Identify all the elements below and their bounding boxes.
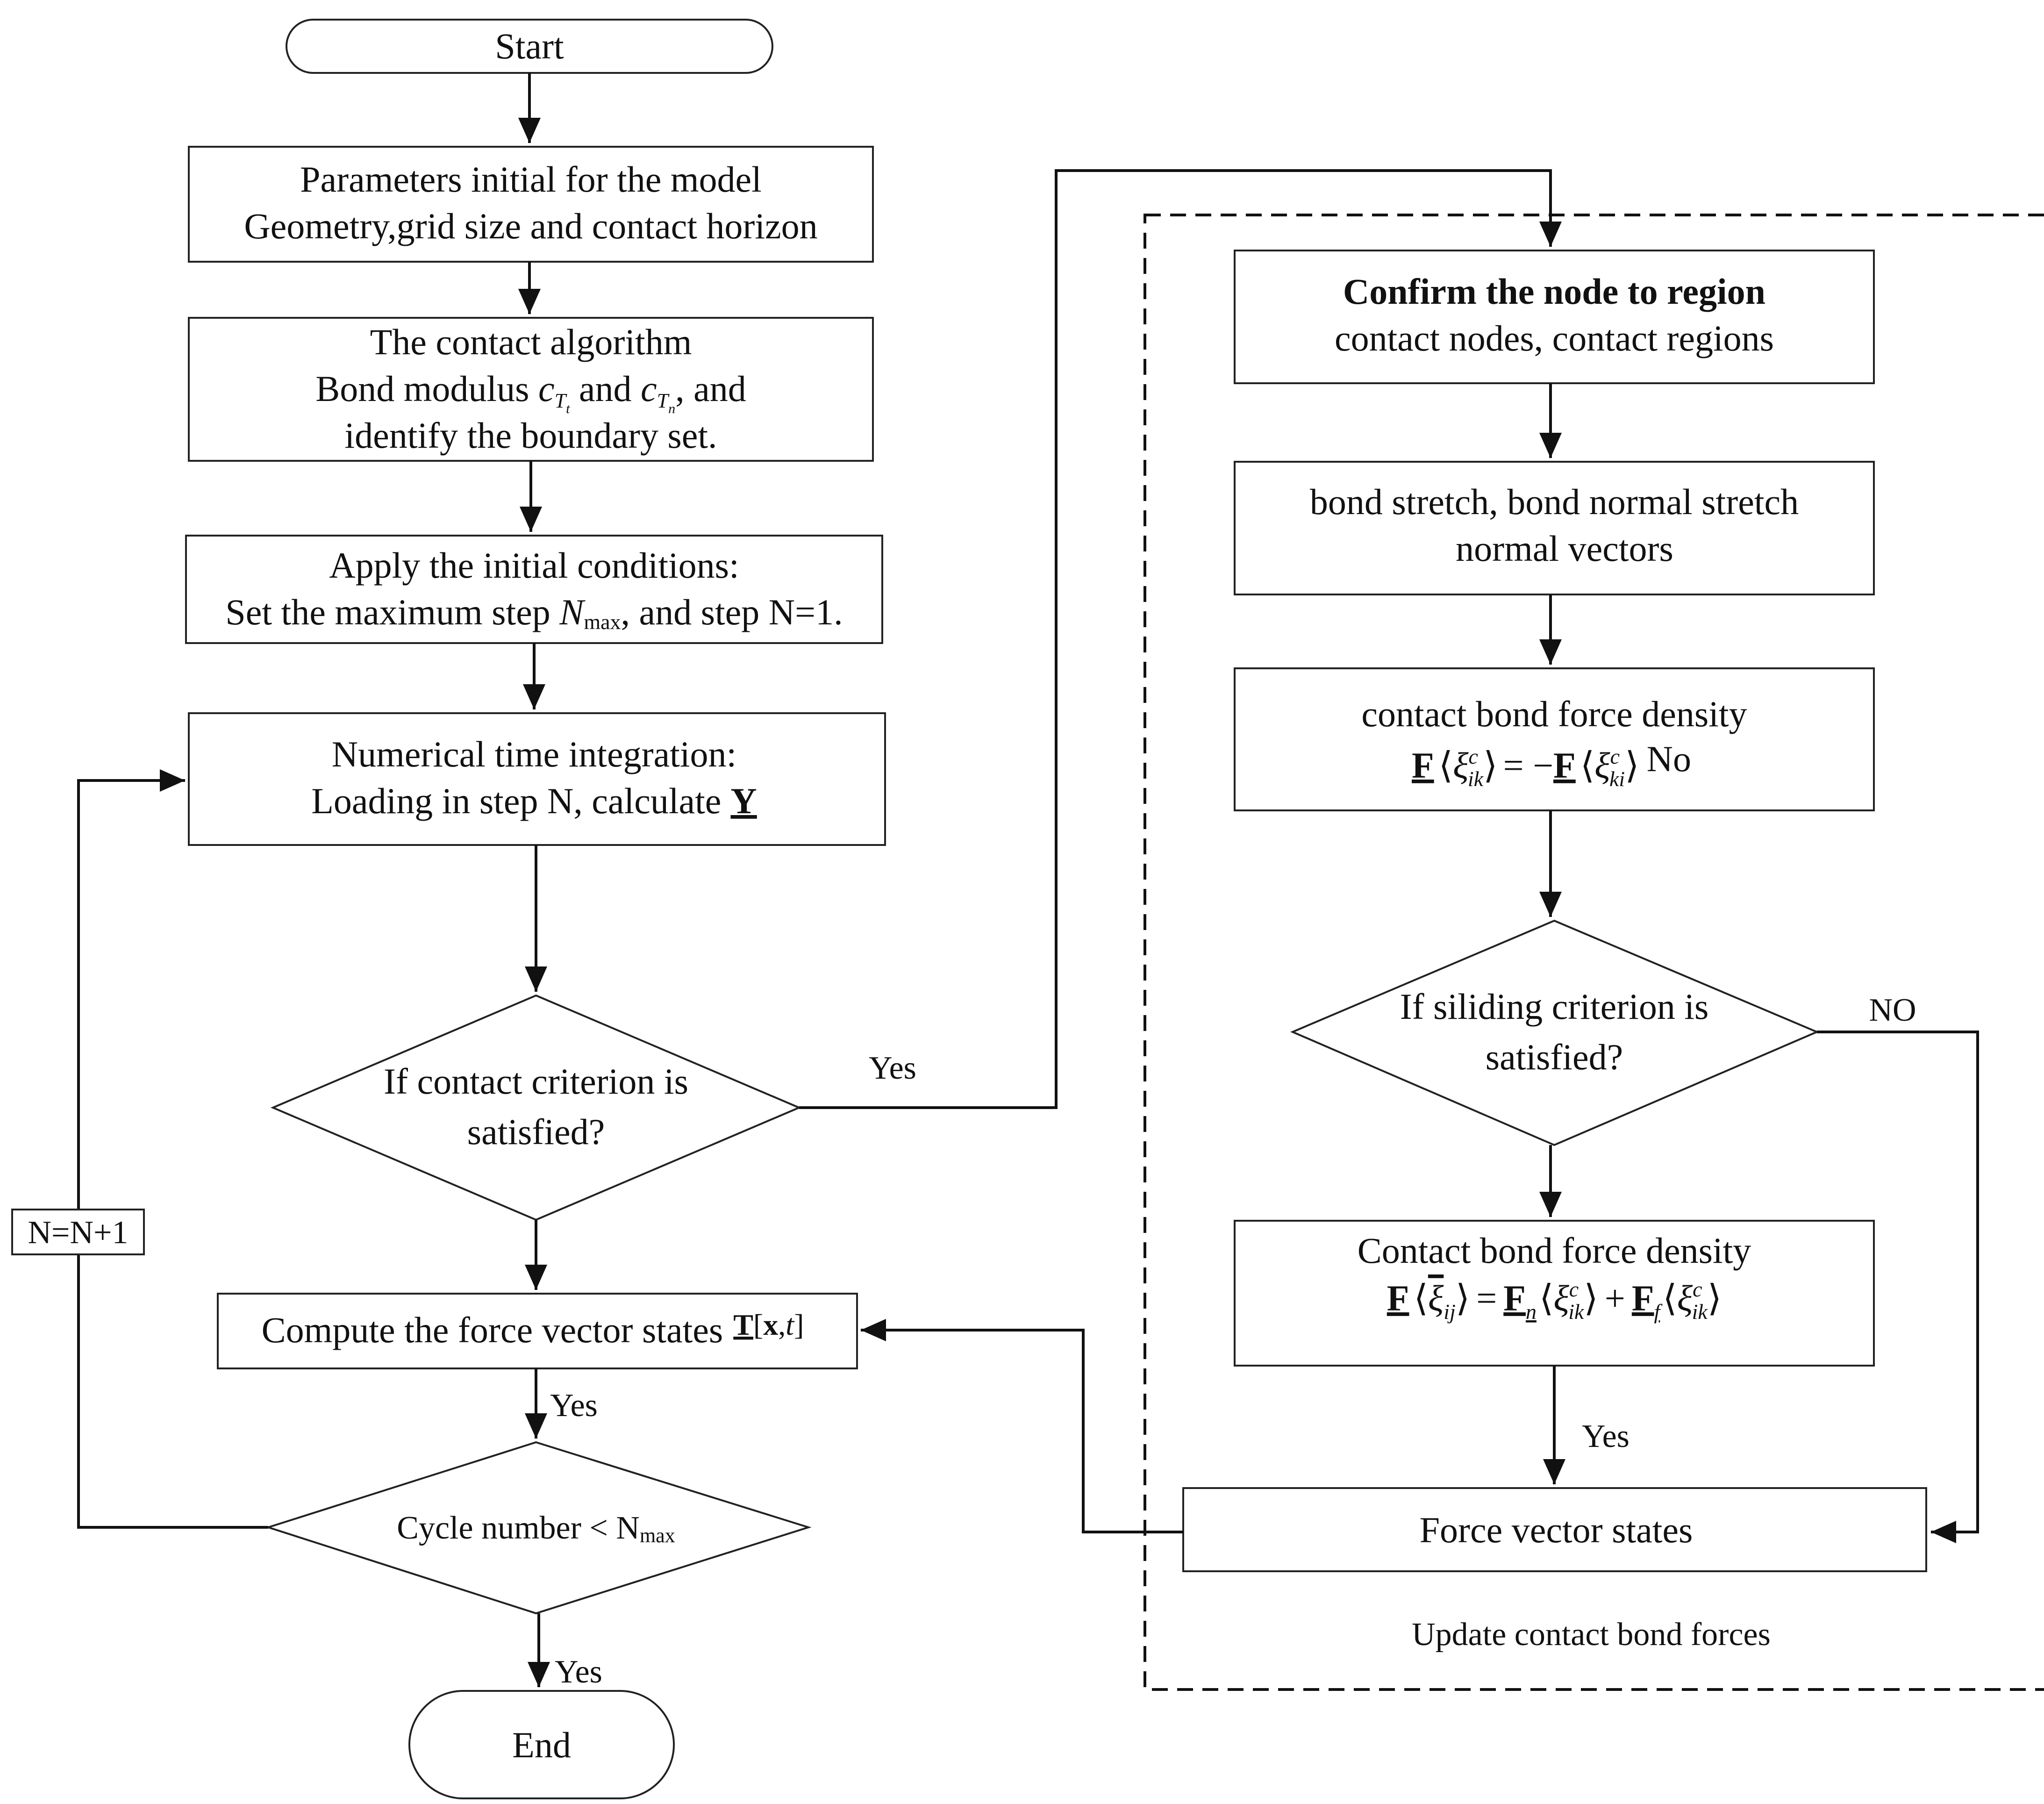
initial-conditions-line2: Set the maximum step Nmax, and step N=1. [225, 592, 843, 634]
integration-line1: Numerical time integration: [332, 734, 736, 774]
sliding-criterion-line1: If siliding criterion is [1400, 986, 1709, 1027]
compute-force-box [217, 1293, 858, 1369]
contact-algorithm-line3: identify the boundary set. [344, 415, 717, 456]
connector-criterion-confirm [799, 169, 1562, 1109]
confirm-node-line2: contact nodes, contact regions [1335, 318, 1774, 358]
initial-conditions-line1: Apply the initial conditions: [329, 545, 739, 586]
force-vector-states-label: Force vector states [1420, 1510, 1693, 1550]
contact-bond-force2-line1: Contact bond force density [1358, 1230, 1751, 1271]
loop-label: N=N+1 [28, 1215, 128, 1251]
yes-contact-label: Yes [869, 1050, 916, 1086]
contact-algorithm-line1: The contact algorithm [370, 322, 692, 362]
contact-bond-force2-box [1234, 1220, 1875, 1367]
cycle-decision [265, 1441, 812, 1615]
end-terminal [408, 1690, 675, 1799]
connector-loop-back [77, 769, 268, 1529]
yes-right-label: Yes [1582, 1418, 1629, 1454]
confirm-node-line1: Confirm the node to region [1343, 271, 1765, 312]
contact-bond-force-box [1234, 667, 1875, 811]
yes-cycle-label: Yes [555, 1654, 602, 1690]
bond-stretch-line1: bond stretch, bond normal stretch [1310, 481, 1799, 522]
group-label: Update contact bond forces [1412, 1617, 1771, 1653]
contact-algorithm-box [188, 317, 874, 462]
confirm-node-box [1234, 250, 1875, 384]
integration-box [188, 712, 886, 846]
update-contact-group [1143, 214, 2044, 1691]
contact-algorithm-line2: Bond modulus cTt and cTn, and [315, 368, 746, 416]
connector-states-compute [861, 1319, 1183, 1533]
initial-conditions-box [185, 535, 883, 644]
params-box [188, 146, 874, 263]
no-sliding-label: NO [1869, 992, 1916, 1028]
params-line2: Geometry,grid size and contact horizon [244, 206, 817, 246]
bond-stretch-box [1234, 461, 1875, 595]
yes-compute-label: Yes [550, 1388, 598, 1424]
loop-label-box [11, 1209, 145, 1255]
sliding-criterion-line2: satisfied? [1486, 1037, 1623, 1077]
params-line1: Parameters initial for the model [300, 159, 762, 200]
contact-criterion-line1: If contact criterion is [384, 1061, 688, 1102]
end-label: End [512, 1725, 571, 1765]
start-label: Start [495, 26, 564, 66]
contact-bond-force-line1: contact bond force density [1361, 694, 1747, 734]
force-vector-states-box [1182, 1487, 1927, 1572]
bond-stretch-line2: normal vectors [1456, 528, 1673, 569]
connector-sliding-no [1817, 1031, 1979, 1543]
contact-criterion-decision [270, 994, 802, 1221]
cycle-text: Cycle number < Nmax [397, 1510, 675, 1547]
contact-criterion-line2: satisfied? [467, 1111, 605, 1152]
sliding-criterion-decision [1290, 919, 1820, 1146]
